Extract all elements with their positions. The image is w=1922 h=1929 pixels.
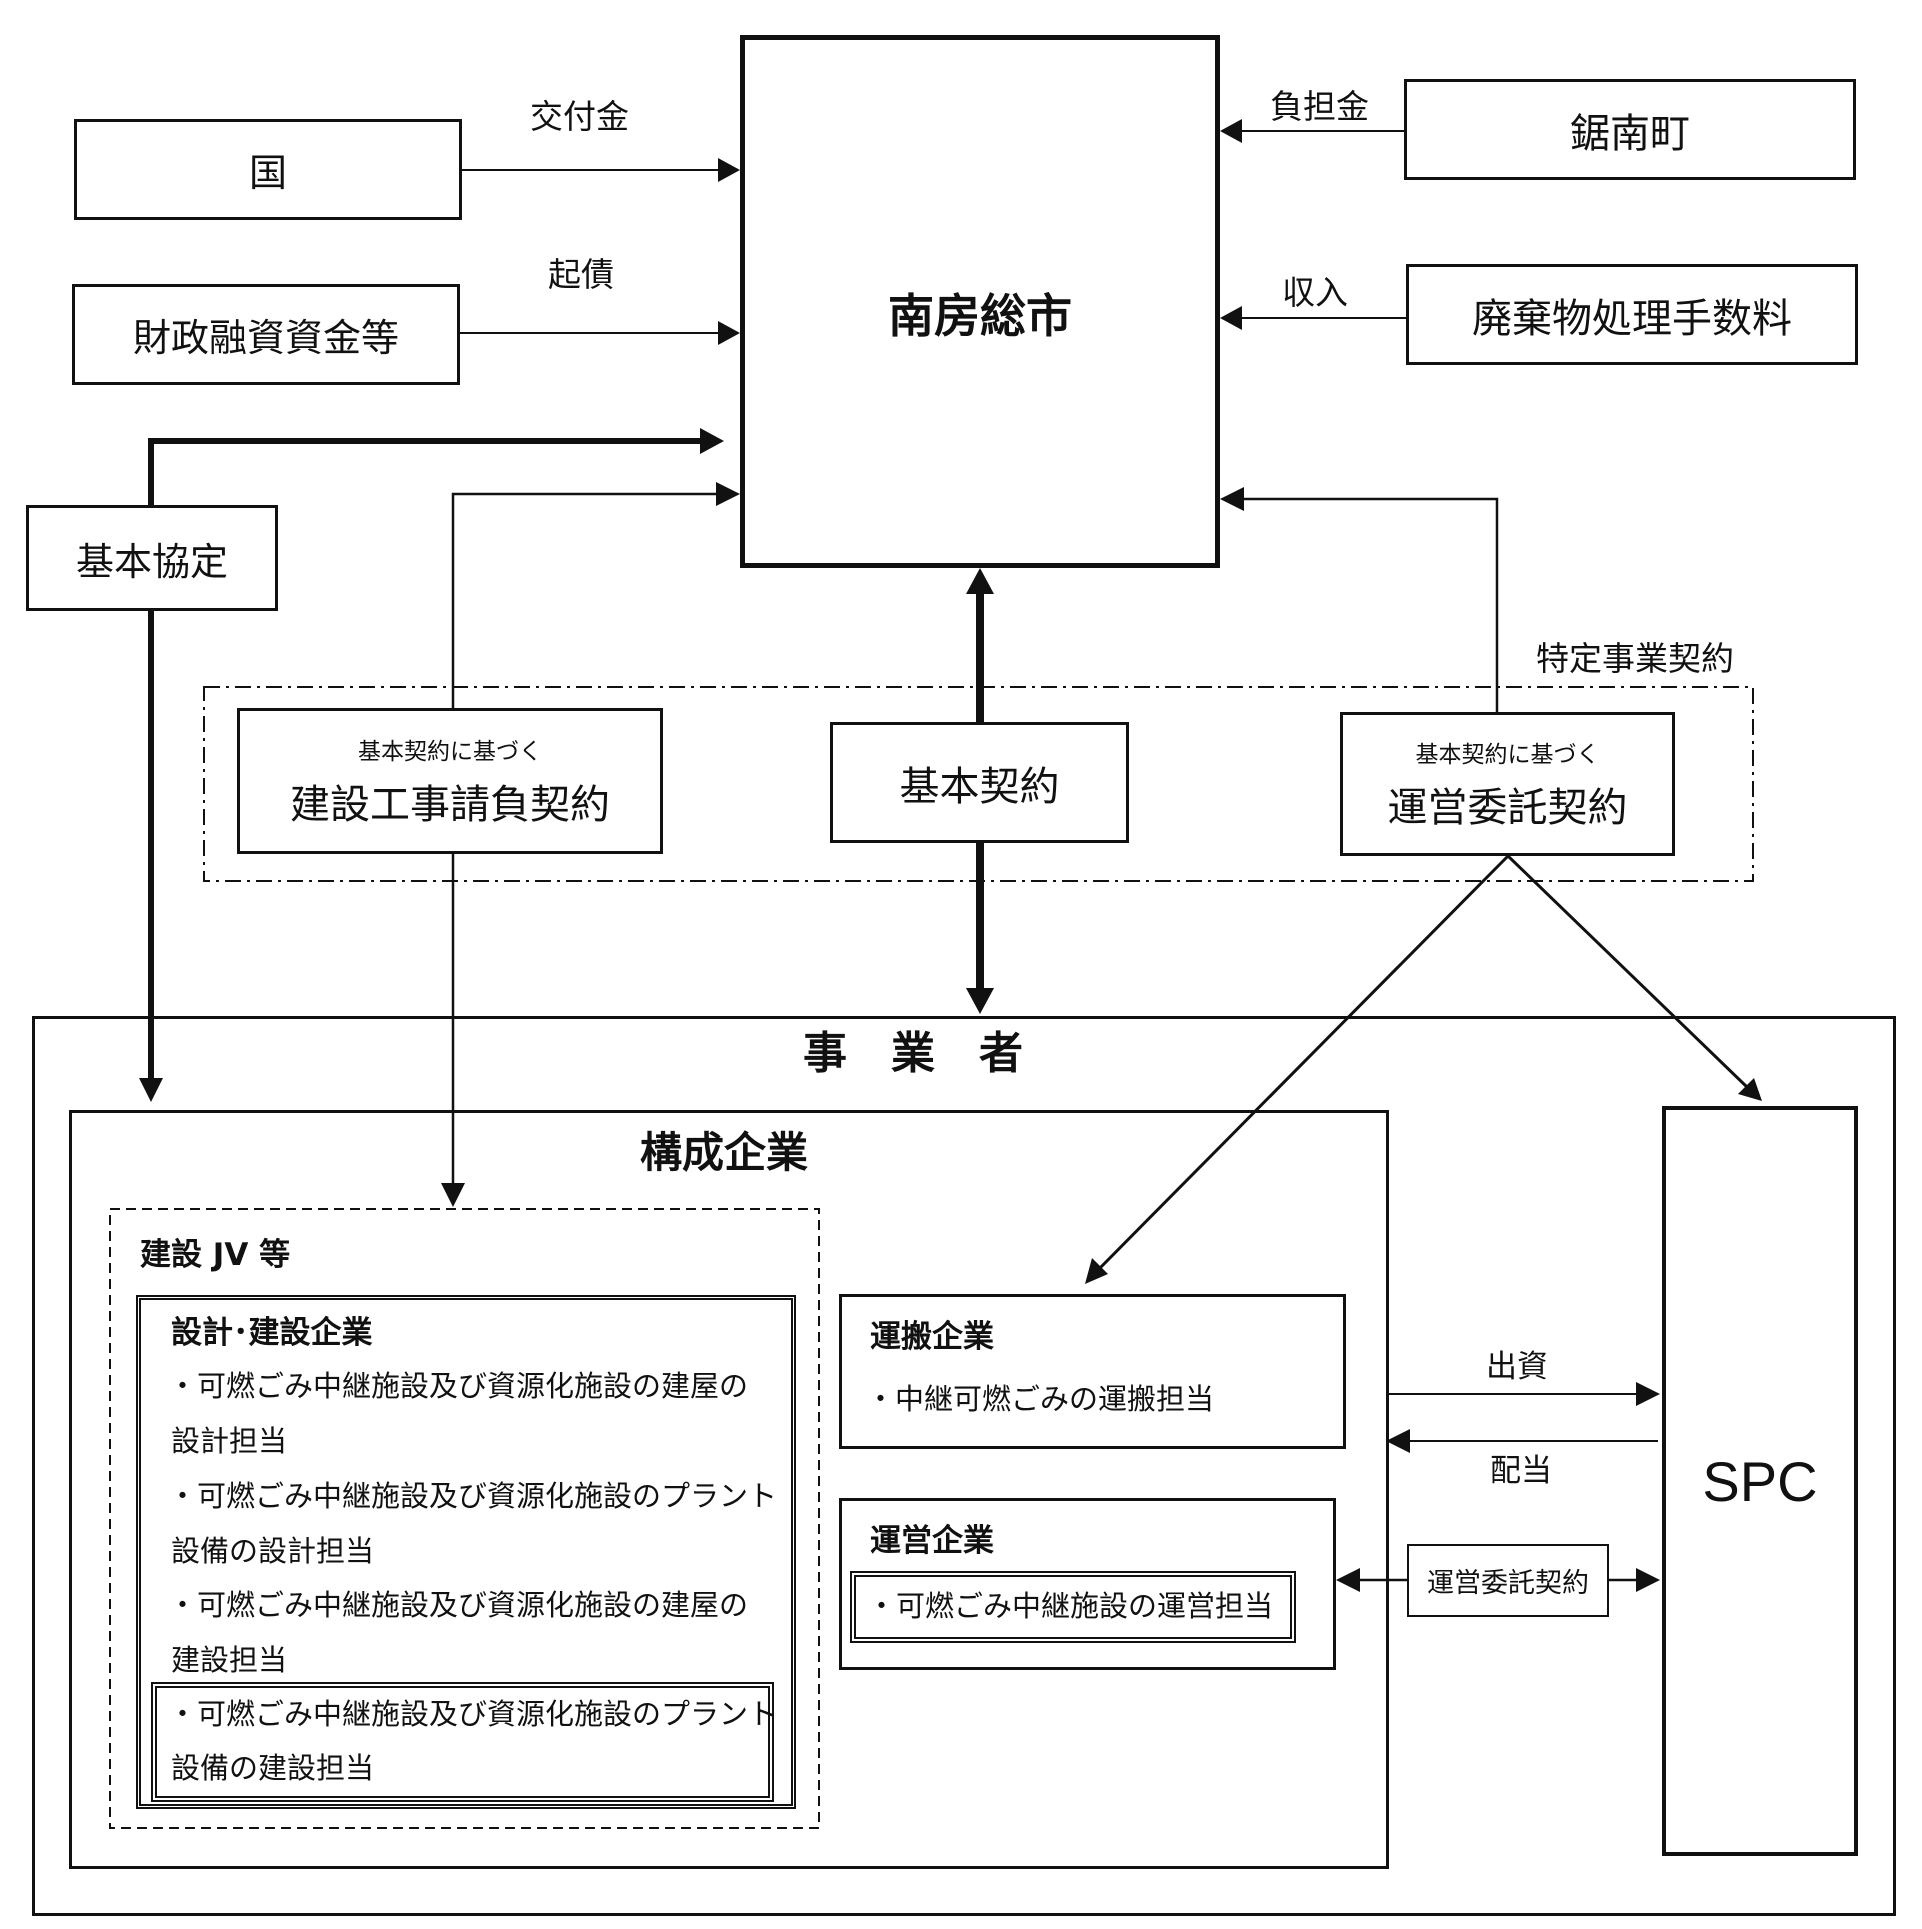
plant-build-line-1: ・可燃ごみ中継施設及び資源化施設のプラント [168,1697,778,1731]
design-build-title: 設計･建設企業 [171,1315,373,1351]
design-build-line-2: 設計担当 [171,1424,288,1458]
unei-spc-label: 運営委託契約 [1427,1568,1589,1599]
jv-region [109,1208,820,1829]
kuni-label: 国 [248,151,287,195]
haikibutsu-box: 廃棄物処理手数料 [1406,264,1858,365]
kihon-keiyaku-label: 基本契約 [899,763,1060,810]
members-title: 構成企業 [640,1128,809,1177]
futankin-label: 負担金 [1270,87,1369,126]
jv-title: 建設 JV 等 [140,1237,291,1273]
arrow-kyotei-city [148,438,702,505]
unei-spc-box: 運営委託契約 [1407,1544,1609,1617]
kensetsu-keiyaku-box: 基本契約に基づく 建設工事請負契約 [237,708,663,854]
arrow-unei-transport [1094,854,1510,1274]
transport-line: ・中継可燃ごみの運搬担当 [866,1382,1215,1416]
members-box [69,1110,1389,1869]
design-build-line-3: ・可燃ごみ中継施設及び資源化施設のプラント [168,1479,778,1513]
operation-duty-box [850,1571,1296,1643]
unei-keiyaku-box: 基本契約に基づく 運営委託契約 [1340,712,1675,856]
kensetsu-small-label: 基本契約に基づく [358,739,542,765]
koufukin-label: 交付金 [530,97,629,136]
design-build-box [136,1295,796,1809]
kihon-keiyaku-box: 基本契約 [830,722,1129,843]
unei-main-label: 運営委託契約 [1387,785,1628,831]
plant-build-box [151,1682,774,1802]
design-build-line-4: 設備の設計担当 [171,1534,375,1568]
arrow-kensetsu-city [451,492,718,708]
unei-small-label: 基本契約に基づく [1415,742,1600,768]
spc-box: SPC [1662,1106,1858,1856]
design-build-line-5: ・可燃ごみ中継施設及び資源化施設の建屋の [168,1588,749,1622]
operator-title: 事 業 者 [803,1028,1023,1079]
haito-label: 配当 [1490,1453,1552,1489]
shusshi-label: 出資 [1486,1349,1548,1385]
tokutei-region [203,686,1754,882]
spc-label: SPC [1702,1449,1818,1513]
design-build-line-1: ・可燃ごみ中継施設及び資源化施設の建屋の [168,1369,749,1403]
operation-box [839,1498,1336,1670]
operator-box [32,1016,1896,1916]
design-build-line-6: 建設担当 [171,1643,288,1677]
haikibutsu-label: 廃棄物処理手数料 [1472,295,1792,342]
operation-line: ・可燃ごみ中継施設の運営担当 [867,1589,1274,1623]
city-box: 南房総市 [740,35,1220,568]
tokutei-label: 特定事業契約 [1536,639,1734,678]
arrow-unei-spc [1506,854,1750,1090]
kihon-kyotei-label: 基本協定 [75,539,228,584]
transport-title: 運搬企業 [870,1319,994,1355]
kyonan-box: 鋸南町 [1404,79,1856,180]
kensetsu-main-label: 建設工事請負契約 [290,782,610,828]
plant-build-line-2: 設備の建設担当 [171,1751,375,1785]
city-label: 南房総市 [888,289,1072,343]
kuni-box: 国 [74,119,462,220]
zaisei-label: 財政融資資金等 [132,316,399,360]
shunyu-label: 収入 [1282,273,1348,312]
kyonan-label: 鋸南町 [1570,110,1690,157]
kihon-kyotei-box: 基本協定 [26,505,278,611]
zaisei-box: 財政融資資金等 [72,284,460,385]
transport-box [839,1294,1346,1449]
arrow-unei-city [1240,497,1499,712]
kisai-label: 起債 [548,255,614,294]
operation-title: 運営企業 [870,1523,994,1559]
